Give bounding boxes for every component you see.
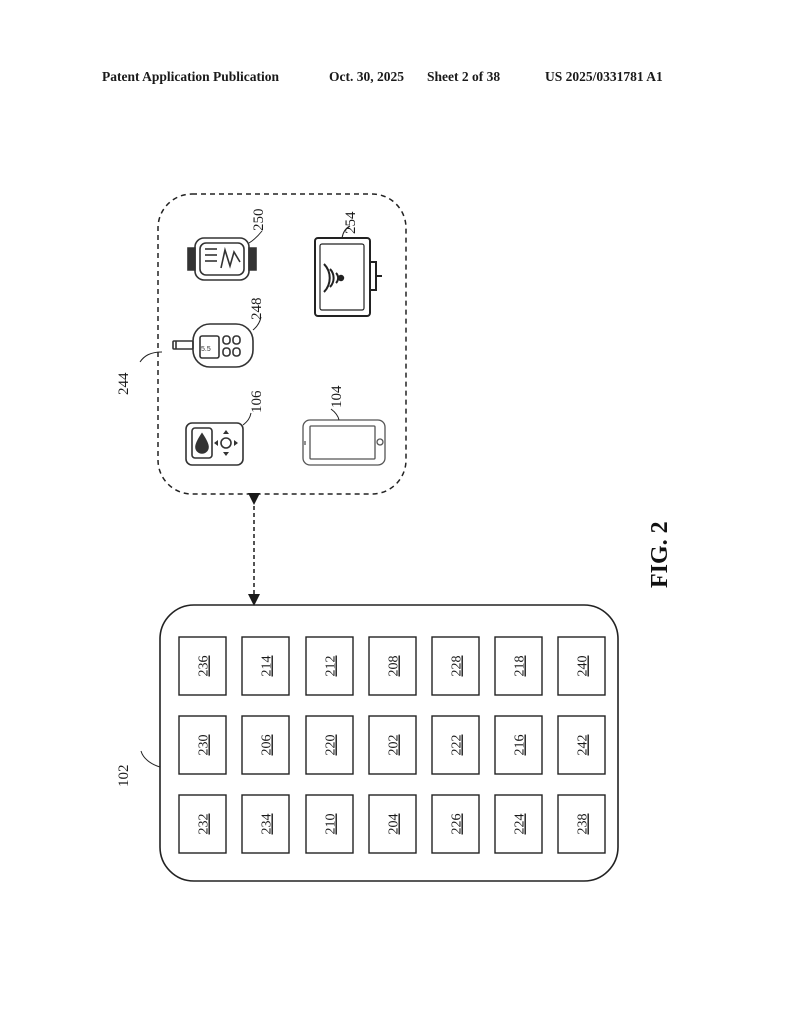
phone-device-leader <box>330 408 340 421</box>
pump-device-leader <box>242 412 252 426</box>
module-label: 238 <box>576 814 591 835</box>
module-box <box>431 794 480 854</box>
publication-title: Patent Application Publication <box>102 69 280 84</box>
module-label: 228 <box>450 656 465 677</box>
meter-device-label: 248 <box>249 298 265 321</box>
module-label: 204 <box>387 814 402 835</box>
module-box <box>241 794 290 854</box>
module-box <box>241 636 290 696</box>
module-box <box>178 636 227 696</box>
module-box <box>494 794 543 854</box>
module-box <box>557 794 606 854</box>
hub-device-label: 254 <box>343 211 359 234</box>
watch-device-icon <box>187 237 257 281</box>
module-box <box>368 636 417 696</box>
module-label: 226 <box>450 814 465 835</box>
module-label: 206 <box>260 735 275 756</box>
system-container <box>159 604 619 882</box>
module-label: 202 <box>387 735 402 756</box>
module-label: 230 <box>197 735 212 756</box>
module-box <box>368 715 417 775</box>
module-label: 234 <box>260 814 275 835</box>
module-box <box>305 636 354 696</box>
module-label: 242 <box>576 735 591 756</box>
module-box <box>241 715 290 775</box>
module-box <box>431 636 480 696</box>
module-label: 208 <box>387 656 402 677</box>
pump-device-icon <box>185 422 244 466</box>
module-box <box>368 794 417 854</box>
module-box <box>557 636 606 696</box>
publication-number: US 2025/0331781 A1 <box>545 69 663 84</box>
module-label: 224 <box>513 814 528 835</box>
module-box <box>305 715 354 775</box>
module-box <box>431 715 480 775</box>
module-box <box>557 715 606 775</box>
system-label: 102 <box>116 765 132 788</box>
system-leader <box>140 750 161 768</box>
watch-device-label: 250 <box>251 209 267 232</box>
hub-device-leader <box>341 225 351 239</box>
module-box <box>494 636 543 696</box>
module-label: 218 <box>513 656 528 677</box>
module-grid: 232 230 236 234 206 214 210 220 212 204 202 208 226 2… <box>178 636 606 854</box>
phone-device-label: 104 <box>329 385 345 408</box>
module-label: 240 <box>576 656 591 677</box>
module-label: 216 <box>513 735 528 756</box>
module-box <box>178 715 227 775</box>
hub-device-icon <box>314 237 382 317</box>
module-box <box>305 794 354 854</box>
device-group-boundary <box>157 193 407 495</box>
meter-device-leader <box>252 316 262 331</box>
sheet-number: Sheet 2 of 38 <box>427 69 501 84</box>
module-box <box>494 715 543 775</box>
module-label: 214 <box>260 656 275 677</box>
module-label: 210 <box>324 814 339 835</box>
pump-device-label: 106 <box>249 390 265 413</box>
module-box <box>178 794 227 854</box>
module-label: 212 <box>324 656 339 677</box>
module-label: 222 <box>450 735 465 756</box>
device-group-label: 244 <box>116 372 132 395</box>
phone-device-icon <box>302 419 386 466</box>
page-header: Patent Application Publication Oct. 30, … <box>0 69 794 85</box>
module-label: 220 <box>324 735 339 756</box>
publication-date: Oct. 30, 2025 <box>329 69 404 84</box>
watch-device-leader <box>248 230 263 244</box>
meter-device-icon: 5.5 <box>172 323 254 368</box>
module-label: 236 <box>197 656 212 677</box>
module-label: 232 <box>197 814 212 835</box>
meter-display-value: 5.5 <box>201 346 211 353</box>
device-group-leader <box>139 351 163 363</box>
figure-label: FIG. 2 <box>647 521 673 588</box>
